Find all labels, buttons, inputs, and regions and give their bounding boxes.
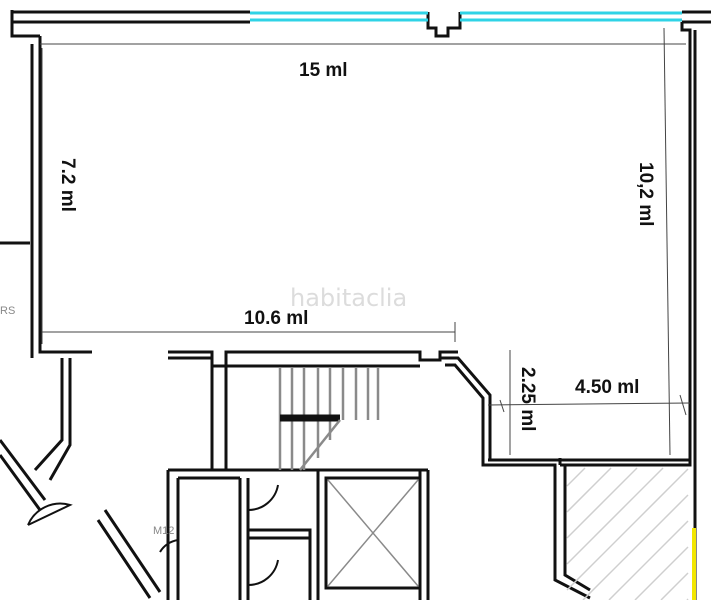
left-building-edge <box>0 10 40 245</box>
staircase <box>278 368 380 471</box>
room-code-label: M12 <box>153 525 174 537</box>
top-wall <box>12 10 711 38</box>
stair-core-walls <box>159 366 430 600</box>
top-width-label: 15 ml <box>299 60 348 81</box>
left-cut-label: RS <box>0 305 15 317</box>
corridor-walls <box>0 358 162 599</box>
hatched-area <box>566 467 689 600</box>
dimension-lines <box>40 27 691 456</box>
hatch-line <box>608 520 689 600</box>
right-height-label: 10,2 ml <box>635 162 656 226</box>
hatch-line <box>634 546 689 600</box>
notch-height-label: 2.25 ml <box>517 367 538 431</box>
watermark: habitaclia <box>290 284 407 312</box>
elevator-shaft <box>324 476 422 590</box>
hatch-line <box>566 467 638 539</box>
hatch-line <box>660 572 689 600</box>
hatch-line <box>566 467 612 513</box>
hatch-line <box>566 467 586 487</box>
hatch-line <box>582 494 689 600</box>
window-strip <box>250 11 682 22</box>
notch-width-label: 4.50 ml <box>575 377 639 398</box>
left-height-label: 7.2 ml <box>57 158 78 212</box>
hatch-line <box>566 467 664 565</box>
hatch-line <box>566 468 689 591</box>
bottom-width-label: 10.6 ml <box>244 308 308 329</box>
main-room-walls <box>30 22 697 600</box>
